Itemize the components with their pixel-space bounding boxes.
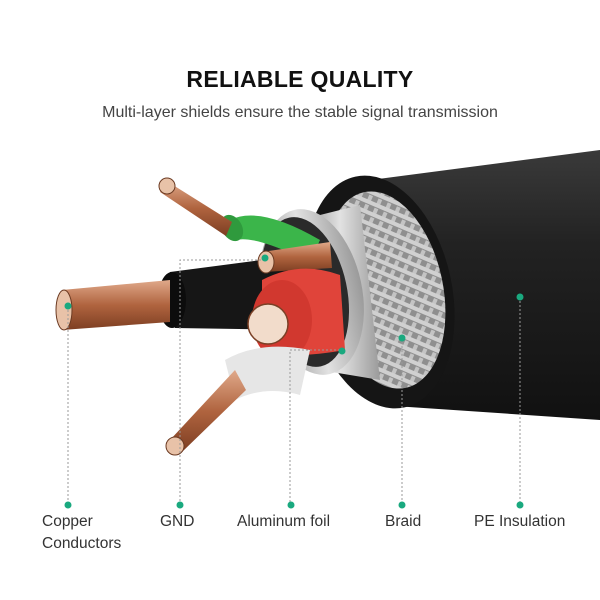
copper-marker-dot	[64, 302, 72, 310]
page-title: RELIABLE QUALITY	[186, 66, 414, 92]
pe-marker-dot	[516, 293, 524, 301]
label-braid: Braid	[385, 513, 422, 530]
label-aluminum-foil: Aluminum foil	[237, 513, 331, 530]
braid-marker-dot	[398, 334, 406, 342]
page-subtitle: Multi-layer shields ensure the stable si…	[102, 104, 498, 121]
label-pe-insulation: PE Insulation	[474, 513, 566, 530]
gnd-marker-dot	[261, 254, 269, 262]
white-wire	[225, 346, 310, 400]
label-gnd: GND	[160, 513, 195, 530]
foil-marker-dot	[338, 347, 346, 355]
label-copper-conductors: Copper Conductors	[42, 513, 122, 552]
